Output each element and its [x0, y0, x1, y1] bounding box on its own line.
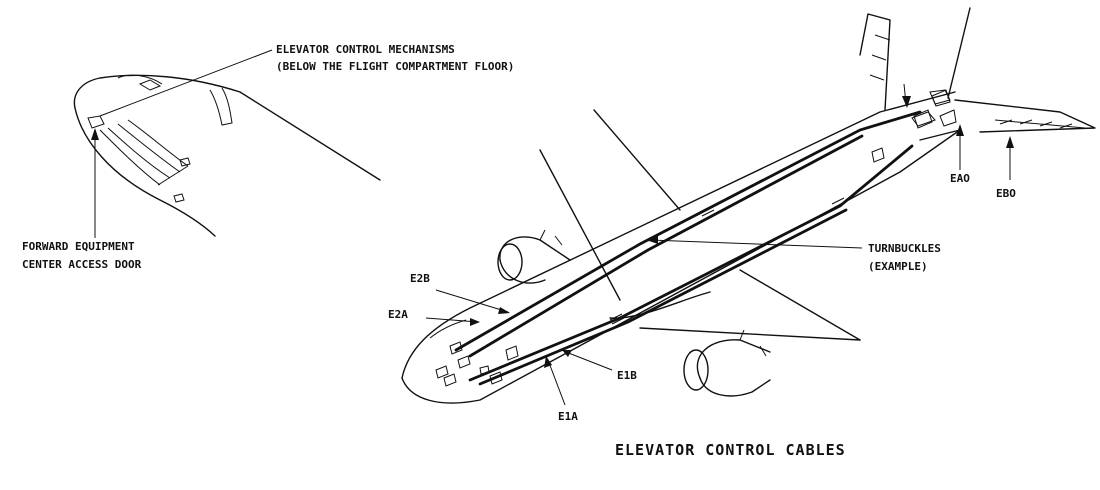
e2a-label: E2A	[388, 308, 408, 321]
turnbuckles-label-line1: TURNBUCKLES	[868, 242, 941, 255]
cable-runs	[435, 89, 957, 387]
e1b-label: E1B	[617, 369, 637, 382]
ebo-label: EBO	[996, 187, 1016, 200]
diagram-title: ELEVATOR CONTROL CABLES	[615, 441, 846, 459]
lower-cable-run	[468, 144, 914, 382]
e2b-label: E2B	[410, 272, 430, 285]
lower-cable-run-2	[478, 208, 848, 386]
eao-label: EAO	[950, 172, 970, 185]
airplane-drawing	[401, 7, 1096, 404]
nose-detail-drawing	[73, 49, 381, 238]
e1a-label: E1A	[558, 410, 578, 423]
access-door-label-line2: CENTER ACCESS DOOR	[22, 258, 142, 271]
mechanisms-label-line2: (BELOW THE FLIGHT COMPARTMENT FLOOR)	[276, 60, 514, 73]
upper-cable-run-2	[468, 134, 864, 358]
turnbuckles-label-line2: (EXAMPLE)	[868, 260, 928, 273]
upper-cable-run	[454, 110, 922, 352]
leader-lines	[425, 83, 1014, 406]
mechanisms-label-line1: ELEVATOR CONTROL MECHANISMS	[276, 43, 455, 56]
access-door-label-line1: FORWARD EQUIPMENT	[22, 240, 135, 253]
